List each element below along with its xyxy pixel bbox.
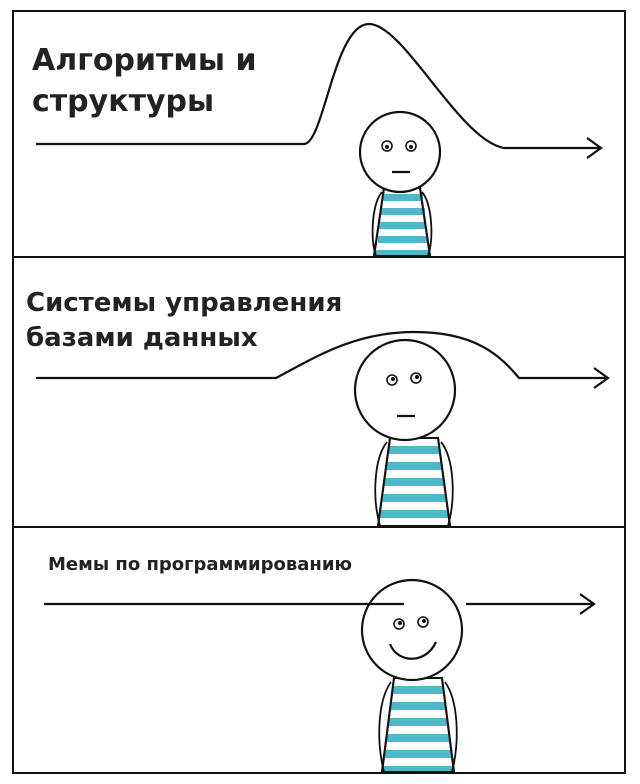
neutral-face-icon (353, 338, 457, 442)
smiling-face-icon (360, 578, 464, 682)
character-body (374, 437, 454, 526)
caption-algorithms: Алгоритмы и структуры (32, 40, 256, 123)
caption-line-2: структуры (32, 84, 215, 120)
neutral-face-icon (358, 110, 442, 194)
passing-line (36, 22, 599, 150)
panel-1-drawing (36, 22, 603, 256)
panel-3-drawing (44, 578, 596, 772)
panel-2-drawing (36, 330, 610, 526)
panel-programming-memes: Мемы по программированию (12, 526, 626, 774)
caption-programming-memes: Мемы по программированию (48, 554, 352, 576)
character-body (378, 677, 458, 772)
arrow-head-icon (586, 137, 603, 159)
caption-line-1: Мемы по программированию (48, 554, 352, 575)
arrow-head-icon (593, 367, 610, 389)
arrow-head-icon (579, 593, 596, 615)
caption-line-1: Системы управления (26, 288, 343, 318)
caption-line-2: базами данных (26, 323, 258, 354)
caption-line-1: Алгоритмы и (32, 43, 257, 78)
passing-line (36, 330, 606, 380)
panel-algorithms: Алгоритмы и структуры (12, 10, 626, 258)
caption-databases: Системы управления базами данных (26, 286, 342, 356)
panel-databases: Системы управления базами данных (12, 256, 626, 528)
character-body (371, 187, 433, 256)
